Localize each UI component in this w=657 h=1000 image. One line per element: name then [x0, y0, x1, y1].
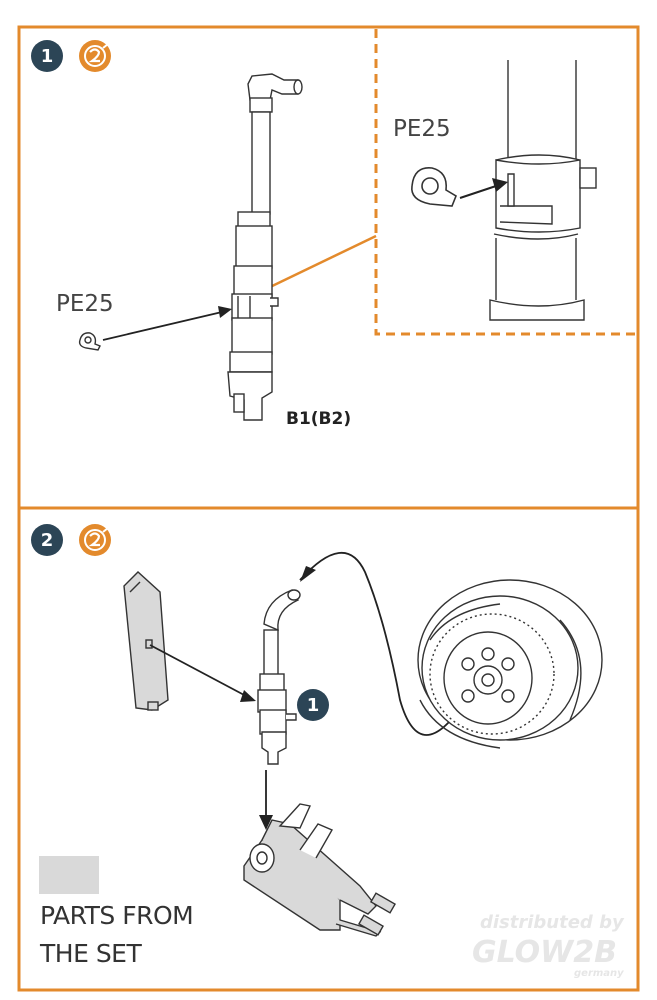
glue-icon: [79, 40, 111, 72]
wheel-arrowhead: [300, 566, 316, 582]
pe25-arrow-main: [102, 306, 232, 341]
legend-line2: THE SET: [39, 939, 142, 968]
pe25-label-main: PE25: [56, 291, 114, 317]
step2-frame: [17, 506, 640, 992]
detail-strut: [489, 60, 597, 321]
gear-strut-b1: [227, 73, 303, 421]
step1-reference-badge: 1: [297, 689, 329, 721]
door-arrow: [149, 644, 256, 702]
legend-line1: PARTS FROM: [40, 901, 193, 930]
base-arrow: [259, 770, 273, 830]
step1-number-badge: 1: [31, 40, 63, 72]
part-label-b1b2: B1(B2): [286, 409, 351, 429]
glue-icon: [79, 524, 111, 556]
step1-reference-number: 1: [307, 695, 320, 716]
watermark-line3: germany: [574, 968, 624, 979]
step2-number-badge: 2: [31, 524, 63, 556]
detail-inset-frame: [374, 29, 636, 336]
pe25-label-detail: PE25: [393, 116, 451, 142]
wheel-connector-curve: [299, 552, 467, 736]
pe25-part-small: [78, 332, 101, 351]
gear-door-part: [123, 571, 169, 711]
step2-number: 2: [41, 530, 54, 551]
step1-number: 1: [41, 46, 54, 67]
pe25-part-large: [411, 167, 457, 207]
wheel-part: [417, 579, 603, 749]
step1-frame: [17, 25, 640, 510]
distributor-watermark: distributed by GLOW2B germany: [472, 912, 625, 979]
pe25-arrow-detail: [459, 178, 508, 199]
watermark-line1: distributed by: [480, 912, 625, 933]
base-assembly: [243, 803, 396, 937]
gear-strut-assembled: [257, 589, 301, 765]
watermark-logo: GLOW2B: [472, 935, 617, 970]
legend-swatch: [39, 856, 99, 894]
